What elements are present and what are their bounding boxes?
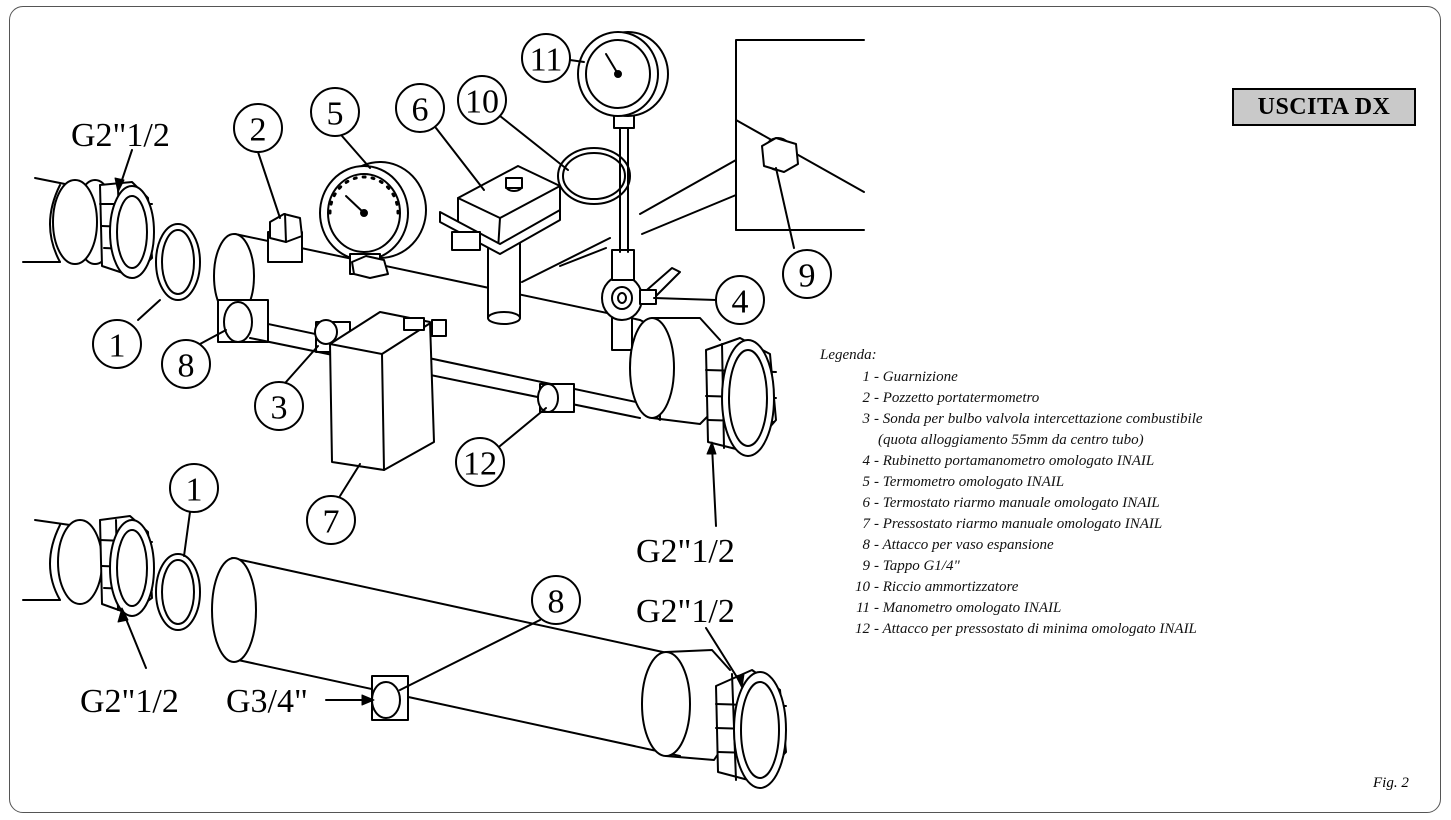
callout-8a-label: 8 — [178, 348, 195, 385]
gasket-bottom — [155, 553, 201, 631]
legend-item-number: 2 — [862, 390, 871, 406]
thread-label-bottom-left: G2"1/2 — [80, 683, 179, 720]
legend-item-number: 7 — [862, 516, 871, 532]
legend-item-number: 12 — [855, 621, 870, 637]
legend-item: 11- Manometro omologato INAIL — [820, 598, 1203, 619]
thread-label-bottom-right: G2"1/2 — [636, 593, 735, 630]
thread-label-expansion: G3/4" — [226, 683, 308, 720]
callout-10 — [457, 75, 569, 171]
callout-5 — [310, 87, 371, 169]
legend-item-text: - Termostato riarmo manuale omologato IN… — [874, 495, 1160, 511]
outlet-side-badge: USCITA DX — [1232, 88, 1416, 126]
gasket-top — [155, 223, 201, 301]
legend-item-number: 6 — [862, 495, 871, 511]
callout-1a — [92, 299, 161, 369]
callout-12-label: 12 — [463, 446, 497, 483]
thread-label-top-right: G2"1/2 — [636, 533, 735, 570]
callout-8b-label: 8 — [548, 584, 565, 621]
legend-item-text: - Tappo G1/4" — [874, 558, 960, 574]
legend-item-text: - Termometro omologato INAIL — [874, 474, 1065, 490]
figure-label: Fig. 2 — [1373, 775, 1409, 791]
legend-item-text: - Pozzetto portatermometro — [874, 390, 1040, 406]
min-pressure-fitting — [537, 383, 575, 413]
gauge-tap — [601, 249, 681, 351]
thermometer-pocket — [267, 213, 303, 263]
legend-item-number: 8 — [862, 537, 871, 553]
legend-item: 2- Pozzetto portatermometro — [820, 388, 1203, 409]
legend-item: 3- Sonda per bulbo valvola intercettazio… — [820, 409, 1203, 430]
legend-item: 6- Termostato riarmo manuale omologato I… — [820, 493, 1203, 514]
callout-2 — [233, 103, 283, 219]
legend-item-text: - Pressostato riarmo manuale omologato I… — [874, 516, 1163, 532]
callout-4-label: 4 — [732, 284, 749, 321]
legend-item: 1- Guarnizione — [820, 367, 1203, 388]
callout-8b — [399, 575, 581, 691]
legend-item: 8- Attacco per vaso espansione — [820, 535, 1203, 556]
legend-item: 12- Attacco per pressostato di minima om… — [820, 619, 1203, 640]
outlet-top — [629, 317, 777, 457]
callout-9-label: 9 — [799, 258, 816, 295]
legend-item-number: 4 — [862, 453, 871, 469]
callout-1b-label: 1 — [186, 472, 203, 509]
callout-9 — [775, 167, 832, 299]
legend-item-number: 1 — [862, 369, 871, 385]
legend-title: Legenda: — [820, 347, 877, 363]
callout-7-label: 7 — [323, 504, 340, 541]
callout-11-label: 11 — [530, 42, 563, 79]
inlet-pipe-bottom — [22, 515, 155, 617]
legend-item-number: 11 — [856, 600, 870, 616]
callout-4 — [653, 275, 765, 325]
callout-1a-label: 1 — [109, 328, 126, 365]
thermometer — [319, 161, 427, 279]
damper-coil — [557, 147, 631, 205]
legend-item-text: - Riccio ammortizzatore — [874, 579, 1019, 595]
legend-item: 7- Pressostato riarmo manuale omologato … — [820, 514, 1203, 535]
legend-item: 10- Riccio ammortizzatore — [820, 577, 1203, 598]
callout-12 — [455, 407, 547, 487]
legend-item-text: - Attacco per pressostato di minima omol… — [874, 621, 1197, 637]
pressure-switch — [329, 311, 447, 471]
inlet-pipe-top — [22, 177, 155, 279]
callout-11 — [521, 33, 585, 83]
legend-item-number: 9 — [862, 558, 871, 574]
manometer — [577, 31, 669, 253]
figure-frame — [9, 6, 1441, 813]
legend-item: 5- Termometro omologato INAIL — [820, 472, 1203, 493]
thermostat-box — [439, 165, 561, 255]
legend-item-number: 3 — [862, 411, 871, 427]
callout-8a — [161, 329, 227, 389]
legend-item-text: - Attacco per vaso espansione — [874, 537, 1054, 553]
legend-item-text: - Manometro omologato INAIL — [874, 600, 1062, 616]
callout-7 — [306, 463, 361, 545]
legend-item-continuation: (quota alloggiamento 55mm da centro tubo… — [878, 432, 1144, 448]
callout-6 — [395, 83, 485, 191]
legend-item-text: - Rubinetto portamanometro omologato INA… — [874, 453, 1155, 469]
legend-item: 4- Rubinetto portamanometro omologato IN… — [820, 451, 1203, 472]
manifold-lower-edge — [249, 337, 641, 419]
legend-item-text: - Sonda per bulbo valvola intercettazion… — [874, 411, 1203, 427]
callout-10-label: 10 — [465, 84, 499, 121]
collector-pipe — [211, 557, 787, 789]
legend-item-number: 10 — [855, 579, 870, 595]
callout-2-label: 2 — [250, 112, 267, 149]
callout-6-label: 6 — [412, 92, 429, 129]
callout-3 — [254, 345, 319, 431]
thread-arrows — [114, 149, 745, 706]
thread-label-top-left: G2"1/2 — [71, 117, 170, 154]
callout-5-label: 5 — [327, 96, 344, 133]
callout-3-label: 3 — [271, 390, 288, 427]
detail-inset — [521, 39, 865, 283]
legend-item-number: 5 — [862, 474, 871, 490]
legend-item-text: - Guarnizione — [874, 369, 958, 385]
legend-item: 9- Tappo G1/4" — [820, 556, 1203, 577]
callout-1b — [169, 463, 219, 557]
